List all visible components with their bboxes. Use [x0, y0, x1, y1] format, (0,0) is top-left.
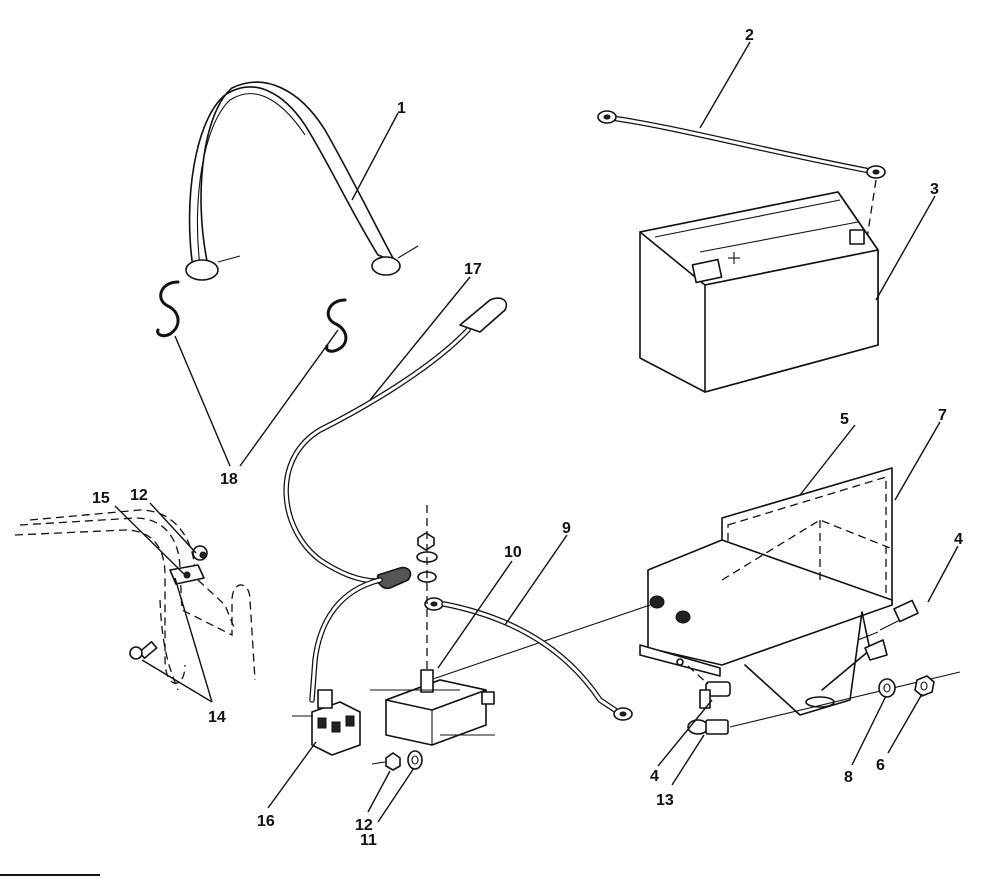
callout-2: 2 [745, 27, 754, 44]
callout-17: 17 [464, 261, 482, 278]
callout-15: 15 [92, 490, 110, 507]
callout-18: 18 [220, 471, 238, 488]
lower-hardware [371, 750, 423, 771]
frame-bracket [14, 509, 256, 691]
callout-14: 14 [208, 709, 226, 726]
ground-cable [424, 597, 633, 721]
callout-9: 9 [562, 520, 571, 537]
battery-cable [597, 110, 886, 246]
box-fasteners [687, 599, 961, 735]
leader-lines [114, 41, 959, 823]
callouts: 1 2 3 5 7 4 17 18 12 15 14 10 9 16 12 11… [92, 27, 963, 849]
callout-1: 1 [397, 100, 406, 117]
callout-8: 8 [844, 769, 853, 786]
stud-hardware [416, 505, 438, 680]
wire-connector [292, 689, 361, 756]
callout-12: 12 [130, 487, 148, 504]
callout-4: 4 [954, 531, 963, 548]
battery-box [429, 467, 893, 716]
main-cable [283, 297, 508, 703]
callout-4-lower: 4 [650, 768, 659, 785]
callout-12-lower: 12 [355, 817, 373, 834]
callout-6: 6 [876, 757, 885, 774]
callout-16: 16 [257, 813, 275, 830]
s-hooks [156, 280, 348, 353]
callout-10: 10 [504, 544, 522, 561]
battery-strap [185, 81, 419, 281]
voltage-regulator [370, 669, 495, 746]
callout-5: 5 [840, 411, 849, 428]
callout-7: 7 [938, 407, 947, 424]
callout-11: 11 [360, 832, 377, 849]
battery [639, 191, 879, 393]
callout-13: 13 [656, 792, 674, 809]
callout-3: 3 [930, 181, 939, 198]
